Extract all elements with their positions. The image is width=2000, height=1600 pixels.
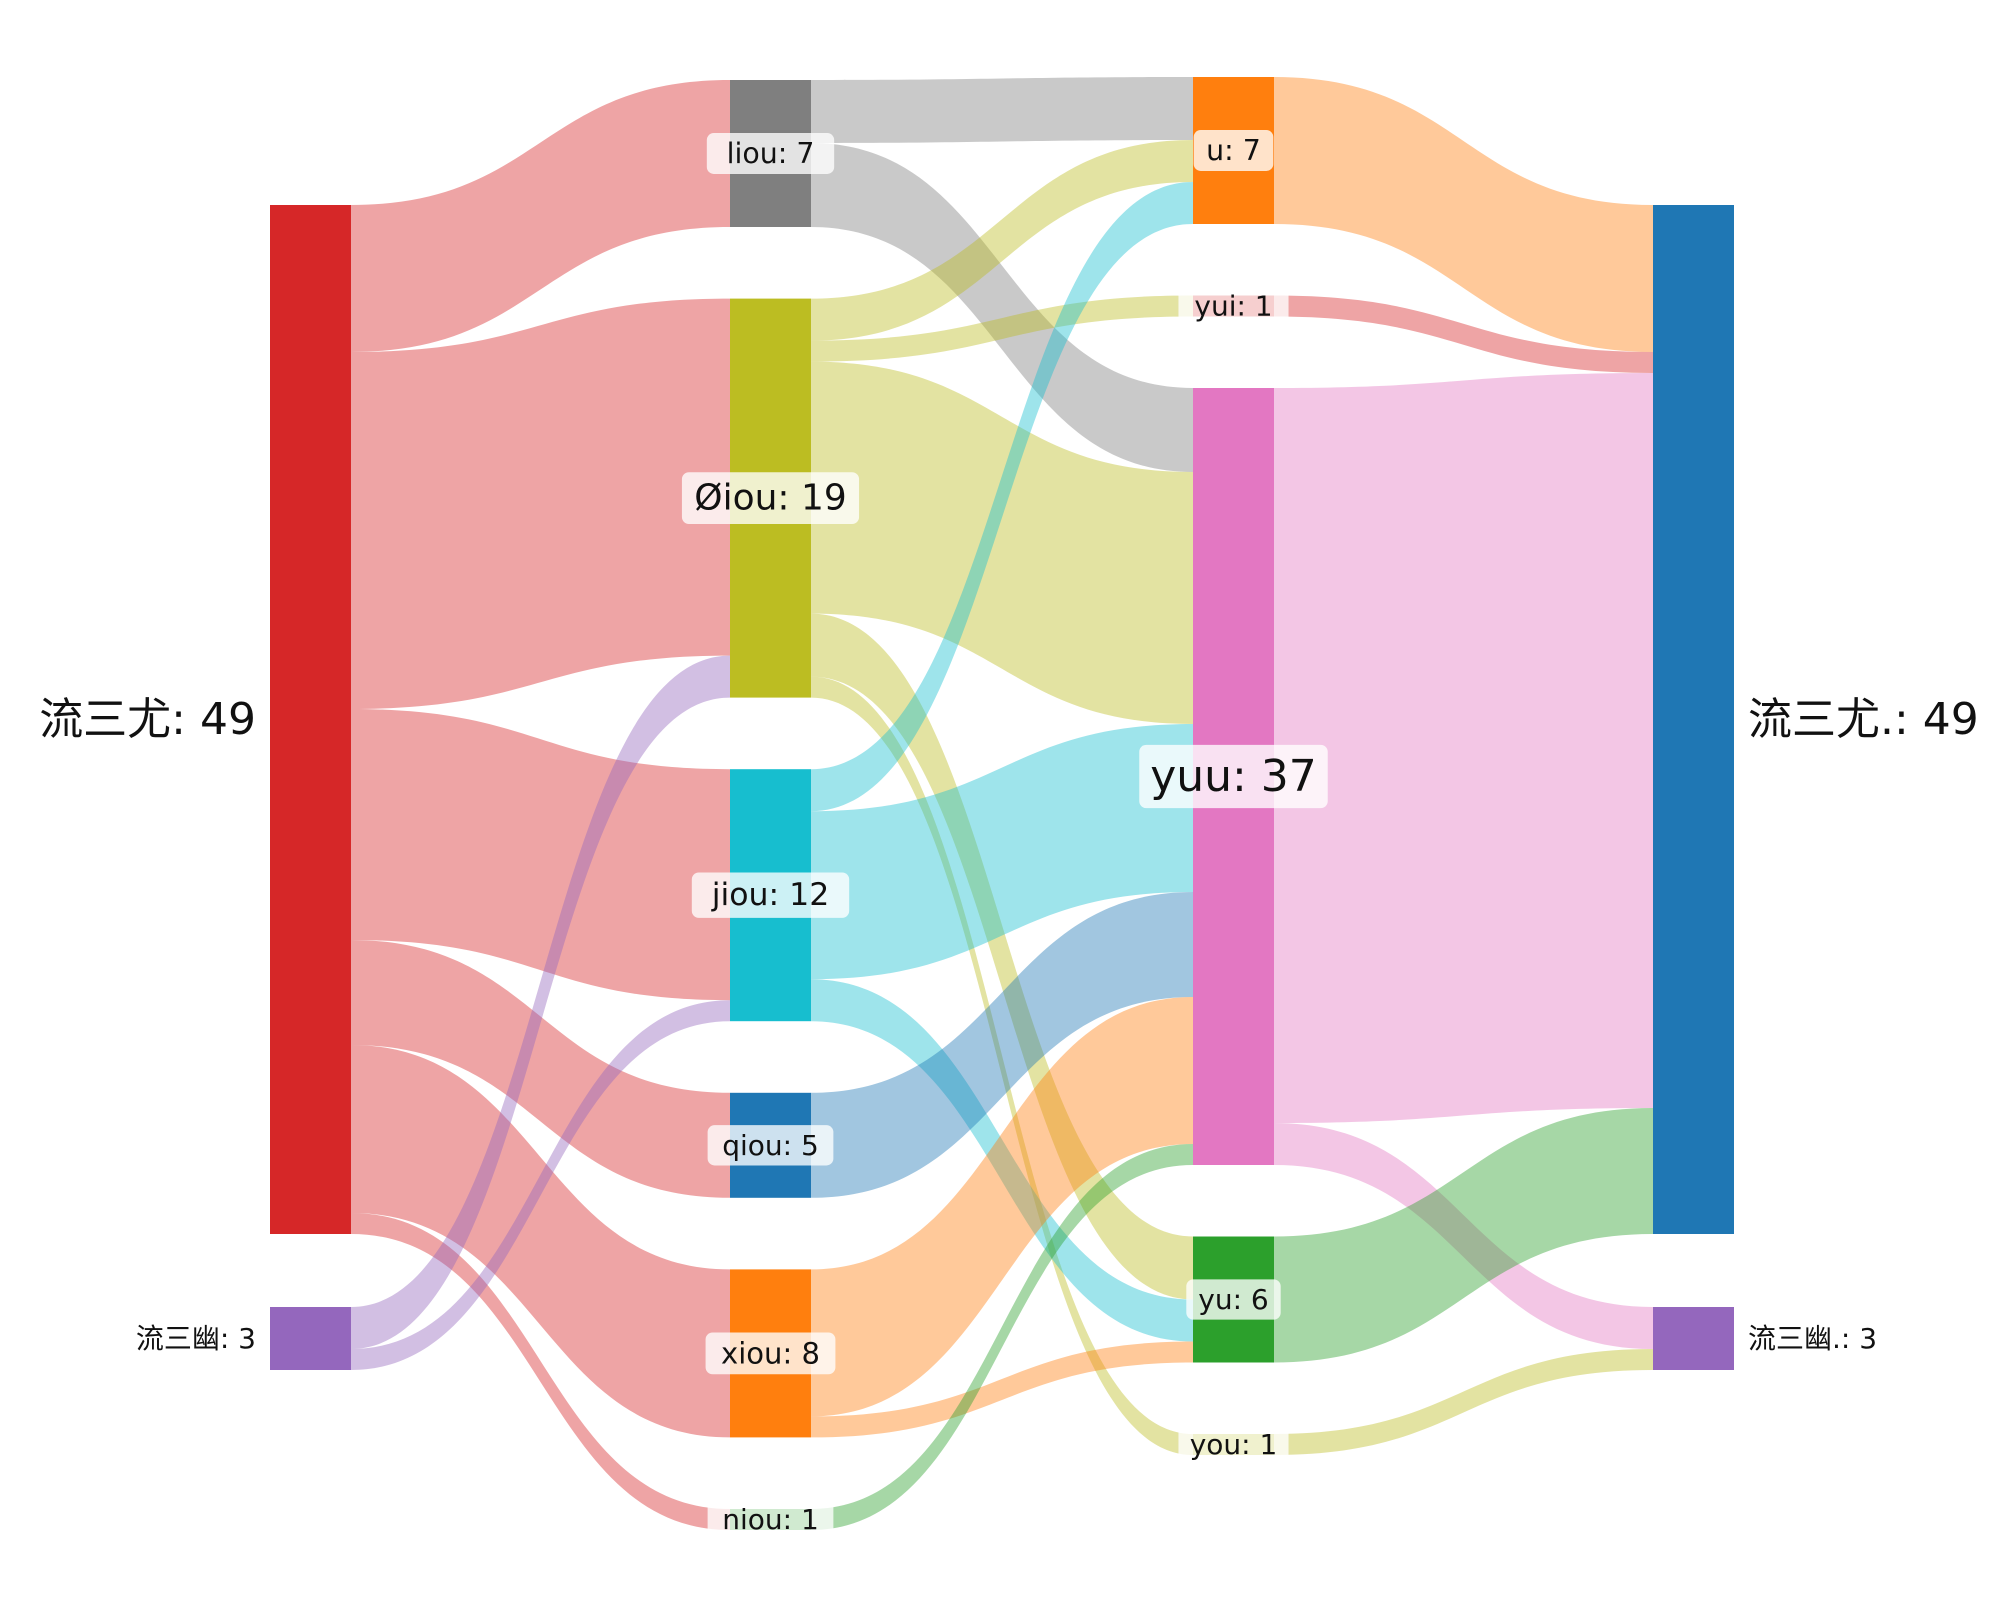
link-l_you3-to-xiou (351, 1045, 730, 1438)
label-jiou: jiou: 12 (691, 872, 850, 918)
node-l_you_yuu (270, 1307, 351, 1370)
label-text-yui: yui: 1 (1194, 290, 1272, 323)
link-l_you_yuu-to-jiou (351, 1000, 730, 1370)
label-text-u: u: 7 (1206, 134, 1261, 167)
label-bg-jiou (691, 872, 850, 918)
link-xiou-to-yuu (811, 997, 1193, 1417)
node-r_you_yuu (1653, 1307, 1734, 1370)
label-text-r_you_yuu: 流三幽.: 3 (1748, 1322, 1877, 1355)
label-text-jiou: jiou: 12 (711, 877, 830, 913)
link-oiou-to-you (811, 676, 1193, 1455)
label-text-yu: yu: 6 (1198, 1283, 1268, 1316)
label-bg-u (1193, 130, 1274, 171)
label-text-xiou: xiou: 8 (721, 1336, 820, 1370)
label-text-yuu: yuu: 37 (1150, 751, 1317, 802)
link-jiou-to-yu (811, 979, 1193, 1342)
link-oiou-to-yui (811, 295, 1193, 362)
link-you-to-r_you_yuu (1274, 1349, 1653, 1455)
label-qiou: qiou: 5 (707, 1125, 834, 1166)
label-bg-qiou (707, 1125, 834, 1166)
link-l_you3-to-oiou (351, 298, 730, 709)
link-liou-to-u (811, 77, 1193, 143)
label-r_you_yuu: 流三幽.: 3 (1748, 1322, 1877, 1355)
label-u: u: 7 (1193, 130, 1274, 171)
node-l_you3 (270, 205, 351, 1234)
link-u-to-r_you3 (1274, 77, 1653, 352)
label-text-qiou: qiou: 5 (722, 1129, 819, 1162)
label-oiou: Øiou: 19 (681, 472, 860, 524)
link-l_you3-to-qiou (351, 940, 730, 1198)
link-yuu-to-r_you3 (1274, 373, 1653, 1123)
link-l_you3-to-jiou (351, 709, 730, 1001)
label-text-r_you3: 流三尤.: 49 (1748, 694, 1979, 745)
label-bg-xiou (705, 1332, 836, 1375)
link-liou-to-yuu (811, 143, 1193, 472)
label-bg-you (1178, 1424, 1289, 1465)
link-yui-to-r_you3 (1274, 295, 1653, 373)
link-oiou-to-u (811, 140, 1193, 341)
link-l_you_yuu-to-oiou (351, 655, 730, 1349)
label-text-oiou: Øiou: 19 (694, 478, 846, 519)
sankey-links (351, 77, 1653, 1530)
sankey-labels: 流三尤: 49 流三幽: 3 liou: 7 Øiou: 19 jiou: 12 qiou… (39, 130, 1979, 1540)
label-you: you: 1 (1178, 1424, 1289, 1465)
link-niou-to-yuu (811, 1144, 1193, 1530)
label-bg-yuu (1139, 744, 1328, 809)
link-yu-to-r_you3 (1274, 1108, 1653, 1363)
label-liou: liou: 7 (706, 133, 835, 174)
link-yuu-to-r_you_yuu (1274, 1123, 1653, 1349)
link-qiou-to-yuu (811, 892, 1193, 1198)
label-text-you: you: 1 (1190, 1428, 1278, 1461)
label-text-niou: niou: 1 (722, 1503, 819, 1536)
link-oiou-to-yu (811, 613, 1193, 1300)
label-yui: yui: 1 (1178, 285, 1289, 327)
label-bg-yu (1186, 1279, 1281, 1320)
link-l_you3-to-liou (351, 80, 730, 352)
link-xiou-to-yu (811, 1341, 1193, 1438)
label-text-l_you3: 流三尤: 49 (39, 694, 256, 745)
label-r_you3: 流三尤.: 49 (1748, 694, 1979, 745)
label-yu: yu: 6 (1186, 1279, 1281, 1320)
node-r_you3 (1653, 205, 1734, 1234)
label-bg-liou (706, 133, 835, 174)
label-niou: niou: 1 (707, 1499, 834, 1540)
label-l_you3: 流三尤: 49 (39, 694, 256, 745)
link-oiou-to-yuu (811, 361, 1193, 724)
label-bg-oiou (681, 472, 860, 524)
label-l_you_yuu: 流三幽: 3 (136, 1322, 256, 1355)
label-text-liou: liou: 7 (727, 137, 815, 170)
link-l_you3-to-niou (351, 1213, 730, 1530)
label-xiou: xiou: 8 (705, 1332, 836, 1375)
label-text-l_you_yuu: 流三幽: 3 (136, 1322, 256, 1355)
link-jiou-to-u (811, 182, 1193, 812)
link-jiou-to-yuu (811, 724, 1193, 980)
label-bg-yui (1178, 285, 1289, 327)
label-bg-niou (707, 1499, 834, 1540)
label-yuu: yuu: 37 (1139, 744, 1328, 809)
